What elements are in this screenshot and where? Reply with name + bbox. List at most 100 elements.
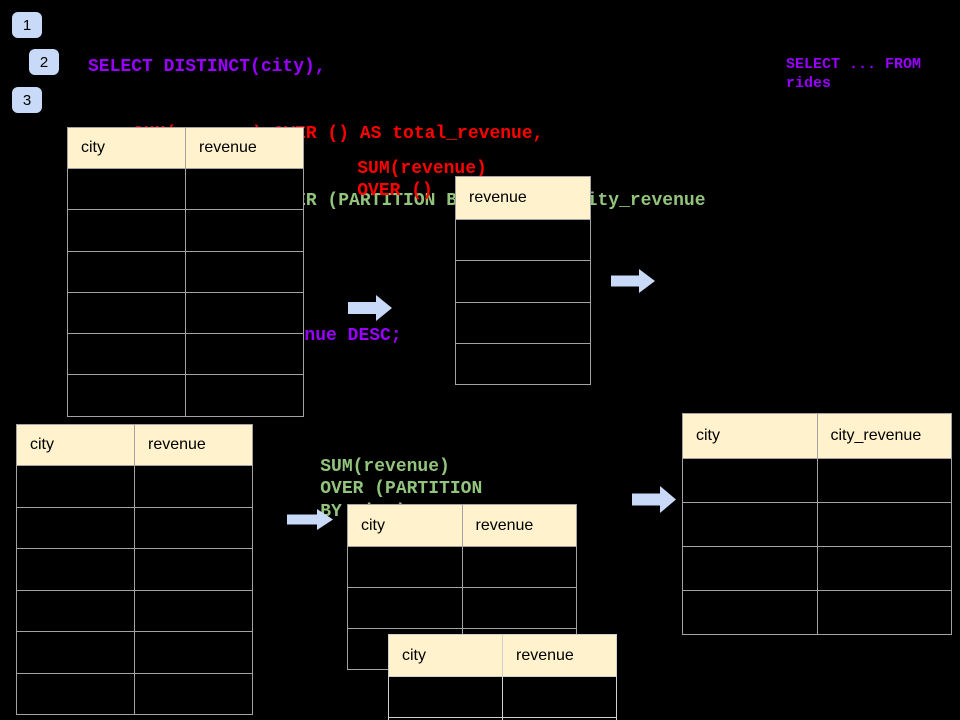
annotation-partition-line2: OVER (PARTITION <box>320 479 483 499</box>
table-row <box>68 374 303 416</box>
table-row <box>456 342 590 384</box>
table-header-row: city revenue <box>348 505 576 546</box>
table-cell-empty <box>17 590 135 631</box>
table-cell-empty <box>348 588 463 628</box>
table-row <box>68 291 303 334</box>
table-row <box>683 502 951 546</box>
column-header-revenue: revenue <box>516 646 574 664</box>
table-header-row: city city_revenue <box>683 414 951 458</box>
annotation-sum-over-total: SUM(revenue) OVER () <box>314 136 487 224</box>
table-cell-empty <box>68 375 186 416</box>
table-source-rides-top: city revenue <box>67 127 304 417</box>
table-cell-empty <box>68 292 186 334</box>
table-row <box>17 465 252 507</box>
table-body <box>456 219 590 384</box>
table-cell-empty <box>683 547 818 590</box>
table-body <box>389 676 616 720</box>
annotation-total-line2: OVER () <box>357 181 433 201</box>
table-cell-empty <box>186 169 303 209</box>
table-row <box>348 587 576 628</box>
table-cell-empty <box>135 549 252 590</box>
column-header-revenue: revenue <box>475 516 534 534</box>
step-badge-1: 1 <box>12 12 42 38</box>
table-row <box>683 458 951 502</box>
table-cell-empty <box>348 547 463 587</box>
table-cell-empty <box>68 210 186 251</box>
corner-note-line1: SELECT ... FROM <box>786 56 922 73</box>
table-row <box>68 250 303 292</box>
table-row <box>17 672 252 715</box>
column-header-city-revenue: city_revenue <box>830 427 922 444</box>
table-body <box>68 168 303 416</box>
table-row <box>683 590 951 634</box>
table-city-revenue-result: city city_revenue <box>682 413 952 635</box>
table-row <box>389 717 616 720</box>
table-cell-empty <box>456 220 590 260</box>
table-source-rides-bottom: city revenue <box>16 424 253 715</box>
table-cell-empty <box>17 632 135 673</box>
table-body <box>17 465 252 714</box>
table-cell-empty <box>17 673 135 714</box>
column-header-city: city <box>68 128 186 168</box>
table-cell-empty <box>503 677 616 717</box>
table-row <box>68 168 303 210</box>
table-cell-empty <box>389 718 503 720</box>
sql-line-select: SELECT DISTINCT(city), <box>88 56 326 77</box>
table-cell-empty <box>818 547 952 590</box>
table-cell-empty <box>68 334 186 375</box>
table-total-revenue-result: revenue <box>455 176 591 386</box>
table-row <box>17 506 252 549</box>
table-cell-empty <box>135 508 252 549</box>
table-row <box>456 219 590 260</box>
table-cell-empty <box>683 459 818 502</box>
table-cell-empty <box>135 674 252 715</box>
table-cell-empty <box>135 591 252 632</box>
table-cell-empty <box>186 293 303 333</box>
table-row <box>17 631 252 673</box>
table-cell-empty <box>463 547 577 587</box>
table-cell-empty <box>389 677 503 717</box>
table-cell-empty <box>17 466 135 507</box>
column-header-revenue: revenue <box>199 139 257 156</box>
table-header-row: city revenue <box>389 635 616 676</box>
table-row <box>17 548 252 590</box>
table-partition-group-2: city revenue <box>388 634 617 720</box>
arrow-right-icon <box>287 509 333 530</box>
table-cell-empty <box>683 591 818 634</box>
annotation-total-line1: SUM(revenue) <box>357 159 487 179</box>
column-header-revenue: revenue <box>469 189 527 206</box>
table-cell-empty <box>818 503 952 546</box>
table-cell-empty <box>186 210 303 250</box>
column-header-city: city <box>389 635 503 676</box>
table-cell-empty <box>456 344 590 384</box>
column-header-city: city <box>348 505 463 546</box>
table-cell-empty <box>68 251 186 292</box>
column-header-city: city <box>683 414 818 458</box>
table-row <box>389 676 616 717</box>
arrow-right-icon <box>611 269 655 293</box>
table-cell-empty <box>456 303 590 343</box>
table-cell-empty <box>17 549 135 590</box>
table-cell-empty <box>186 375 303 415</box>
annotation-partition-line1: SUM(revenue) <box>320 456 450 477</box>
table-row <box>683 546 951 590</box>
table-row <box>68 209 303 251</box>
table-cell-empty <box>818 591 952 634</box>
table-row <box>17 589 252 632</box>
table-row <box>456 301 590 343</box>
table-header-row: city revenue <box>68 128 303 168</box>
table-cell-empty <box>68 169 186 210</box>
table-header-row: revenue <box>456 177 590 219</box>
table-row <box>456 260 590 301</box>
table-cell-empty <box>135 632 252 673</box>
table-row <box>68 333 303 375</box>
table-cell-empty <box>17 507 135 548</box>
arrow-right-icon <box>632 486 676 513</box>
table-body <box>683 458 951 634</box>
table-cell-empty <box>135 466 252 507</box>
table-cell-empty <box>186 334 303 374</box>
table-header-row: city revenue <box>17 425 252 465</box>
column-header-city: city <box>17 425 135 465</box>
table-cell-empty <box>186 252 303 292</box>
